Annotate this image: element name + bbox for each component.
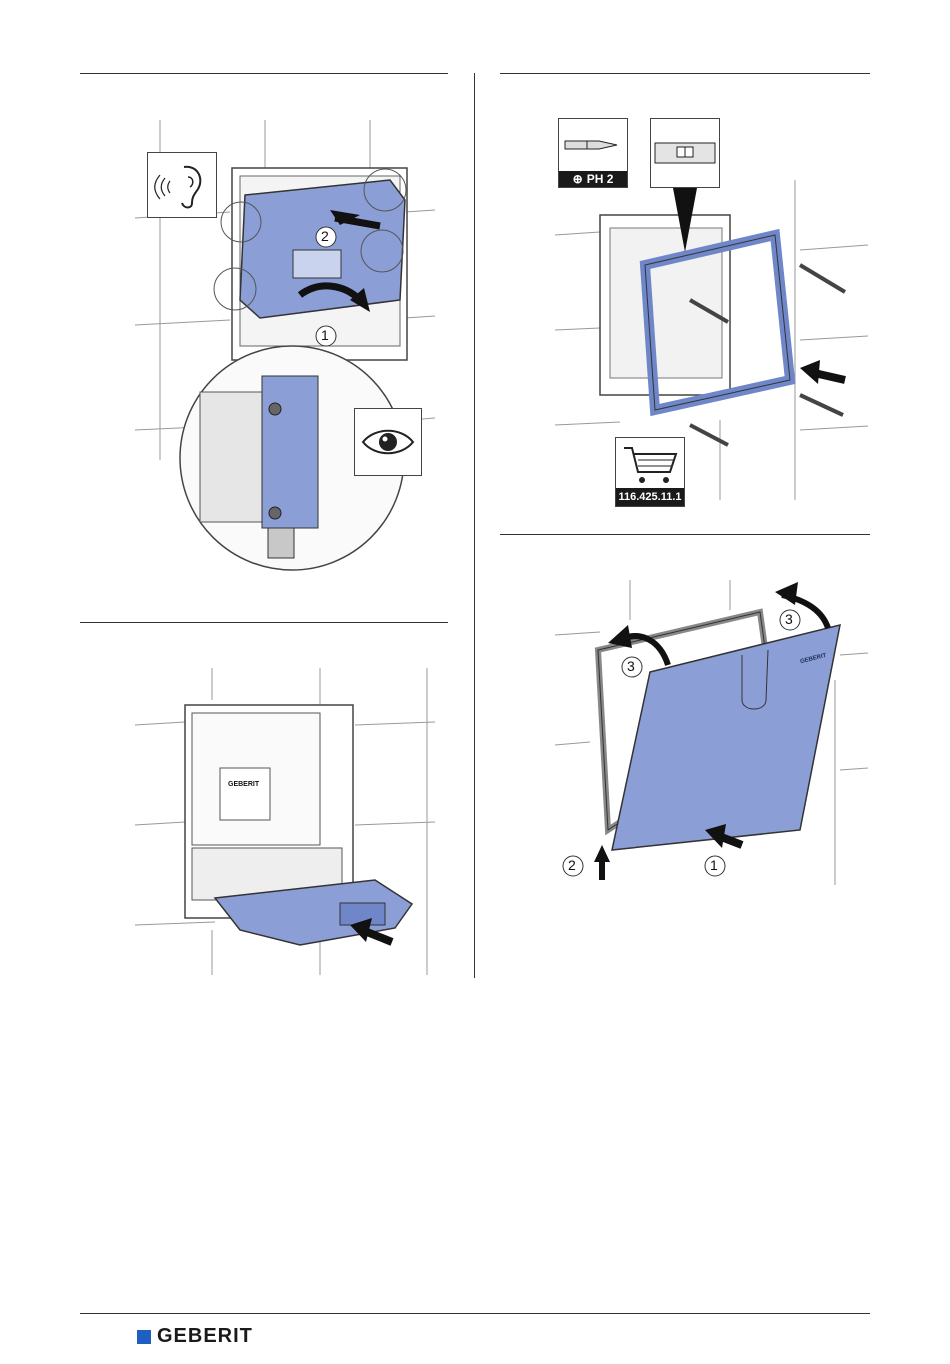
geberit-logo: GEBERIT — [137, 1325, 253, 1348]
footer-brand: GEBERIT — [157, 1325, 253, 1348]
callout-1-bottom: 1 — [710, 857, 718, 873]
callout-3-left: 3 — [627, 658, 635, 674]
callout-2-bottom: 2 — [568, 857, 576, 873]
callout-3-right: 3 — [785, 611, 793, 627]
logo-square-icon — [137, 1330, 151, 1344]
